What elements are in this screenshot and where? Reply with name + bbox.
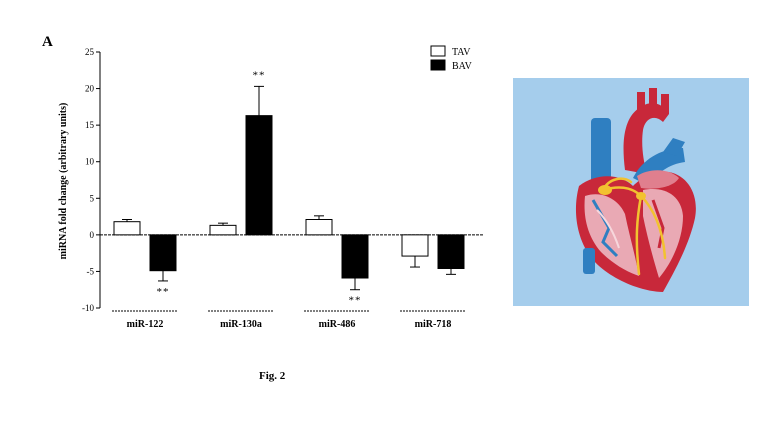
legend-label: TAV — [452, 47, 471, 58]
legend: TAV BAV — [430, 45, 473, 72]
heart-anatomy-icon — [575, 88, 696, 292]
category-label: miR-122 — [127, 319, 164, 330]
panel-label: A — [42, 34, 53, 50]
category-label: miR-130a — [220, 319, 262, 330]
error-bar — [314, 215, 324, 220]
legend-swatch — [430, 59, 446, 71]
bar-tav-mir-122 — [113, 221, 141, 236]
y-axis: -10 -5 0 5 10 15 20 25 — [82, 47, 101, 313]
figure-caption: Fig. 2 — [259, 370, 286, 382]
significance-marker: ** — [157, 286, 170, 298]
bar-tav-mir-718 — [401, 234, 429, 257]
bar-tav-mir-486 — [305, 218, 333, 236]
y-tick-label: 15 — [85, 120, 95, 130]
y-tick-label: 20 — [85, 84, 95, 94]
bar-series: ** ** ** — [113, 69, 465, 307]
y-tick-label: 25 — [85, 47, 95, 57]
y-axis-label: miRNA fold change (arbitrary units) — [58, 103, 69, 260]
bar-bav-mir-130a — [245, 115, 273, 236]
heart-illustration — [513, 78, 749, 306]
bar-bav-mir-486 — [341, 234, 369, 279]
legend-label: BAV — [452, 61, 473, 72]
error-bar — [254, 85, 264, 116]
category-label: miR-486 — [319, 319, 356, 330]
y-tick-label: 0 — [90, 230, 95, 240]
error-bar — [446, 268, 456, 275]
significance-marker: ** — [349, 295, 362, 307]
error-bar — [410, 256, 420, 268]
y-tick-label: 10 — [85, 157, 95, 167]
bar-bav-mir-718 — [437, 234, 465, 270]
bar-tav-mir-130a — [209, 224, 237, 236]
legend-swatch — [430, 45, 446, 57]
error-bar — [350, 278, 360, 291]
category-labels: miR-122 miR-130a miR-486 miR-718 — [112, 310, 466, 330]
bar-bav-mir-122 — [149, 234, 177, 272]
error-bar — [122, 218, 132, 222]
error-bar — [218, 222, 228, 226]
y-tick-label: 5 — [90, 193, 95, 203]
y-tick-label: -5 — [87, 266, 95, 276]
significance-marker: ** — [253, 69, 266, 81]
y-tick-label: -10 — [82, 303, 94, 313]
category-label: miR-718 — [415, 319, 452, 330]
error-bar — [158, 270, 168, 282]
